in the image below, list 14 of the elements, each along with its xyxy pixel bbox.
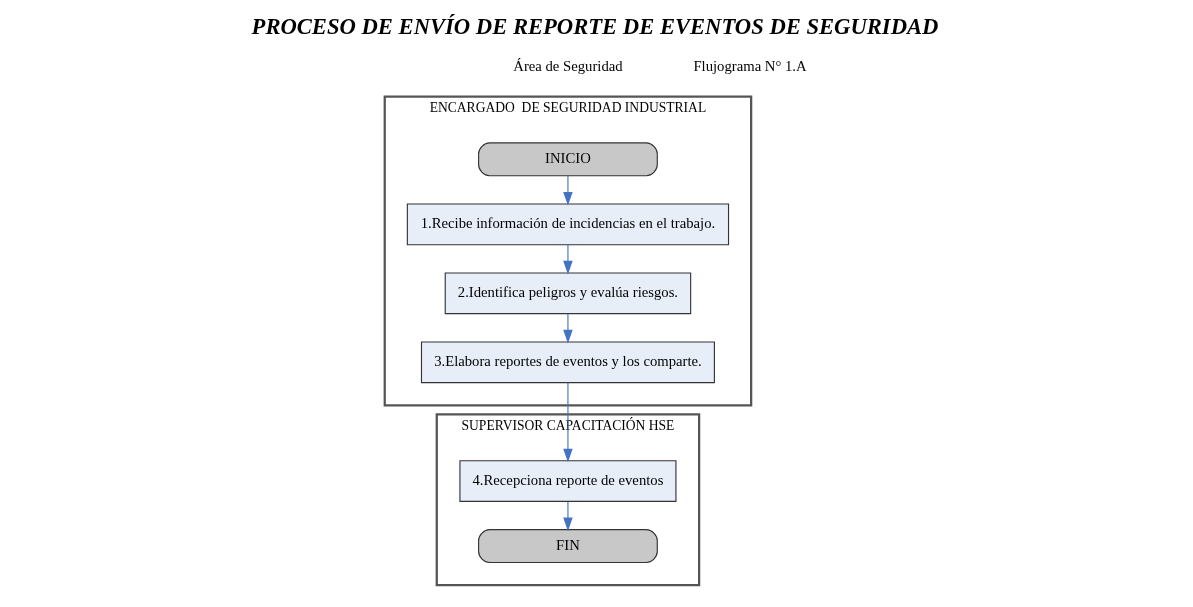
label: Área de Seguridad <box>513 57 623 74</box>
arrow <box>563 501 573 532</box>
diagram-title: PROCESO DE ENVÍO DE REPORTE DE EVENTOS DE SEGURIDAD <box>251 14 939 40</box>
node-box: 4.Recepciona reporte de eventos <box>459 460 677 502</box>
label: Flujograma N° 1.A <box>693 57 807 74</box>
arrow <box>563 313 573 344</box>
node-box: INICIO <box>478 142 658 177</box>
node-box: 2.Identifica peligros y evalúa riesgos. <box>444 272 692 315</box>
arrow <box>563 244 573 275</box>
node-box: FIN <box>478 529 658 564</box>
arrow <box>563 382 573 463</box>
node-box: 3.Elabora reportes de eventos y los comparte. <box>420 341 715 384</box>
arrow <box>563 175 573 206</box>
node-box: 1.Recibe información de incidencias en el trabajo. <box>406 203 730 246</box>
